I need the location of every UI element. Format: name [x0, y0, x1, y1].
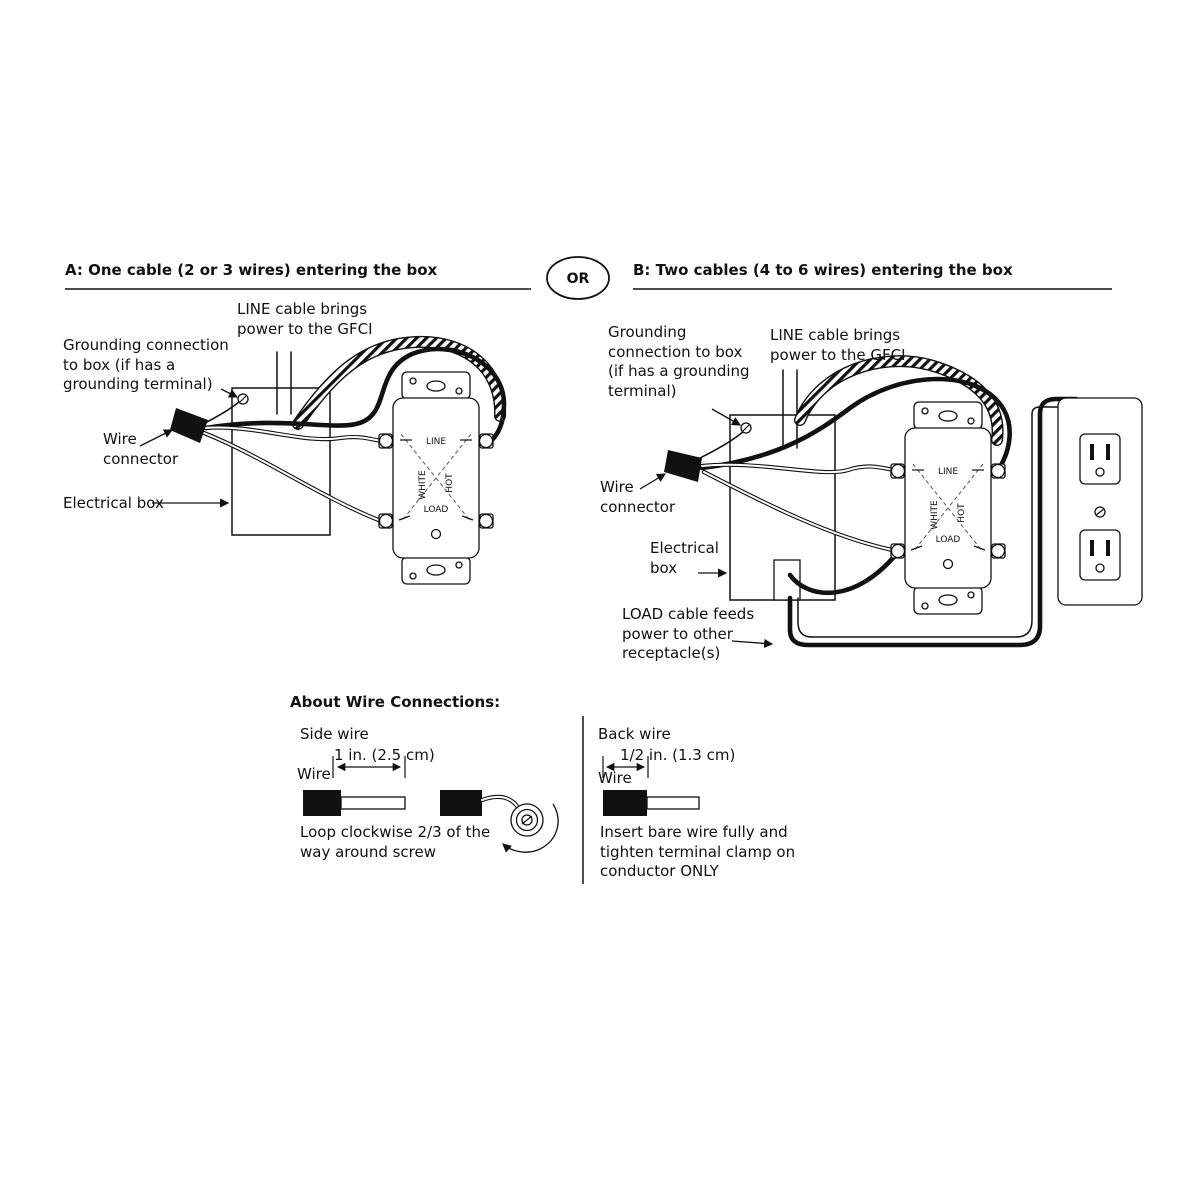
- or-label: OR: [567, 271, 590, 287]
- receptacle-center-screw: [1094, 506, 1106, 518]
- label-line-cable-b: LINE cable brings power to the GFCI: [770, 326, 906, 364]
- white-wire-a1: [201, 425, 385, 444]
- label-wire-connector-b: Wire connector: [600, 478, 676, 516]
- gfci-white-label: WHITE: [418, 470, 428, 500]
- load-cable-b: [787, 396, 1079, 648]
- side-wire-title: Side wire: [300, 725, 369, 743]
- side-wire-instruction: Loop clockwise 2/3 of the way around scr…: [300, 823, 491, 861]
- wire-connector-a: [170, 408, 208, 443]
- or-badge: OR: [546, 256, 610, 300]
- ground-wire-b: [699, 430, 745, 459]
- label-grounding-b: Grounding connection to box (if has a gr…: [608, 323, 750, 400]
- section-b-art: [664, 355, 1079, 648]
- gfci-device-a: LINE WHITE HOT LOAD: [378, 371, 494, 585]
- hot-wire-b: [699, 376, 1012, 473]
- hot-load-wire-b: [787, 549, 901, 596]
- label-electrical-box-a: Electrical box: [63, 494, 164, 512]
- label-electrical-box-b: Electrical box: [650, 539, 719, 577]
- wire-connections-heading: About Wire Connections:: [290, 693, 501, 711]
- label-line-cable-a: LINE cable brings power to the GFCI: [237, 300, 373, 338]
- gfci-test-button: [430, 528, 442, 540]
- back-wire-dimension: [602, 756, 649, 778]
- side-wire-label: Wire: [297, 765, 331, 783]
- gfci-bottom-strap: [401, 556, 471, 585]
- gfci-device-b: [890, 401, 1006, 615]
- leader-arrows: [139, 388, 774, 648]
- back-wire-dimension-label: 1/2 in. (1.3 cm): [620, 746, 736, 764]
- gfci-internal-wiring: [400, 433, 472, 523]
- receptacle-outlet-top: [1079, 433, 1121, 485]
- white-wire-a2-core: [203, 432, 382, 522]
- section-b-heading: B: Two cables (4 to 6 wires) entering th…: [633, 261, 1013, 279]
- hot-wire-a: [203, 346, 507, 444]
- line-cable-entry-b: [782, 369, 798, 449]
- back-wire-label: Wire: [598, 769, 632, 787]
- back-wire-title: Back wire: [598, 725, 671, 743]
- side-wire-dimension: [332, 756, 406, 778]
- white-wire-b2-core: [703, 471, 898, 552]
- wire-connector-b: [664, 450, 702, 482]
- gfci-terminal-screws: [378, 433, 494, 529]
- side-wire-illustration: [303, 790, 406, 816]
- white-wire-b1-core: [701, 463, 898, 474]
- line-cable-sheath-hatch-a: [293, 337, 505, 429]
- gfci-hot-label: HOT: [445, 473, 455, 493]
- grounding-screw-a: [237, 393, 249, 405]
- label-load-cable-b: LOAD cable feeds power to other receptac…: [622, 605, 755, 662]
- line-cable-entry-a: [276, 351, 292, 415]
- load-cable-b-inner: [797, 406, 1059, 638]
- back-wire-instruction: Insert bare wire fully and tighten termi…: [600, 823, 796, 880]
- electrical-box-a: [231, 387, 331, 536]
- grounding-screw-b: [740, 422, 752, 434]
- receptacle-b: [1057, 397, 1143, 606]
- line-cable-sheath-hatch-b: [795, 356, 1003, 445]
- side-wire-dimension-label: 1 in. (2.5 cm): [334, 746, 435, 764]
- label-wire-connector-a: Wire connector: [103, 430, 179, 468]
- back-wire-illustration: [603, 790, 700, 816]
- screw-loop-illustration: [440, 790, 559, 853]
- receptacle-outlet-bottom: [1079, 529, 1121, 581]
- gfci-load-label: LOAD: [424, 505, 449, 515]
- section-a-art: [170, 335, 507, 536]
- label-grounding-a: Grounding connection to box (if has a gr…: [63, 336, 229, 393]
- gfci-top-strap: [401, 371, 471, 400]
- gfci-line-label: LINE: [426, 437, 446, 447]
- section-a-heading: A: One cable (2 or 3 wires) entering the…: [65, 261, 438, 279]
- wire-connections-art: [303, 716, 700, 884]
- white-wire-a1-core: [203, 426, 383, 442]
